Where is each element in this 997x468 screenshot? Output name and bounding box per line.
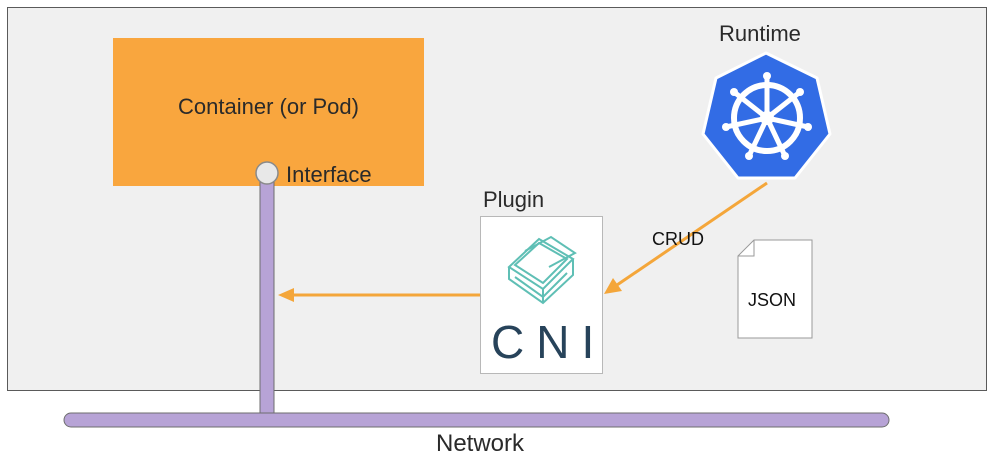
kubernetes-helm-icon <box>701 51 832 180</box>
plugin-box: CNI <box>480 216 603 374</box>
cni-logo-icon <box>507 235 577 305</box>
runtime-to-plugin-arrowhead <box>604 278 622 294</box>
container-label: Container (or Pod) <box>178 94 359 119</box>
cni-wordmark: CNI <box>491 316 607 368</box>
container-box: Container (or Pod) <box>113 38 424 186</box>
network-bar <box>63 412 890 428</box>
interface-pipe <box>259 179 275 414</box>
interface-label: Interface <box>286 162 372 187</box>
json-label: JSON <box>748 290 797 310</box>
runtime-label: Runtime <box>719 21 801 46</box>
interface-node <box>255 161 279 185</box>
plugin-label: Plugin <box>483 187 545 212</box>
crud-label: CRUD <box>652 229 704 249</box>
network-label: Network <box>436 430 525 457</box>
runtime-to-plugin-arrow <box>616 181 768 287</box>
plugin-to-pipe-arrowhead <box>278 288 294 302</box>
document-icon <box>737 239 813 339</box>
